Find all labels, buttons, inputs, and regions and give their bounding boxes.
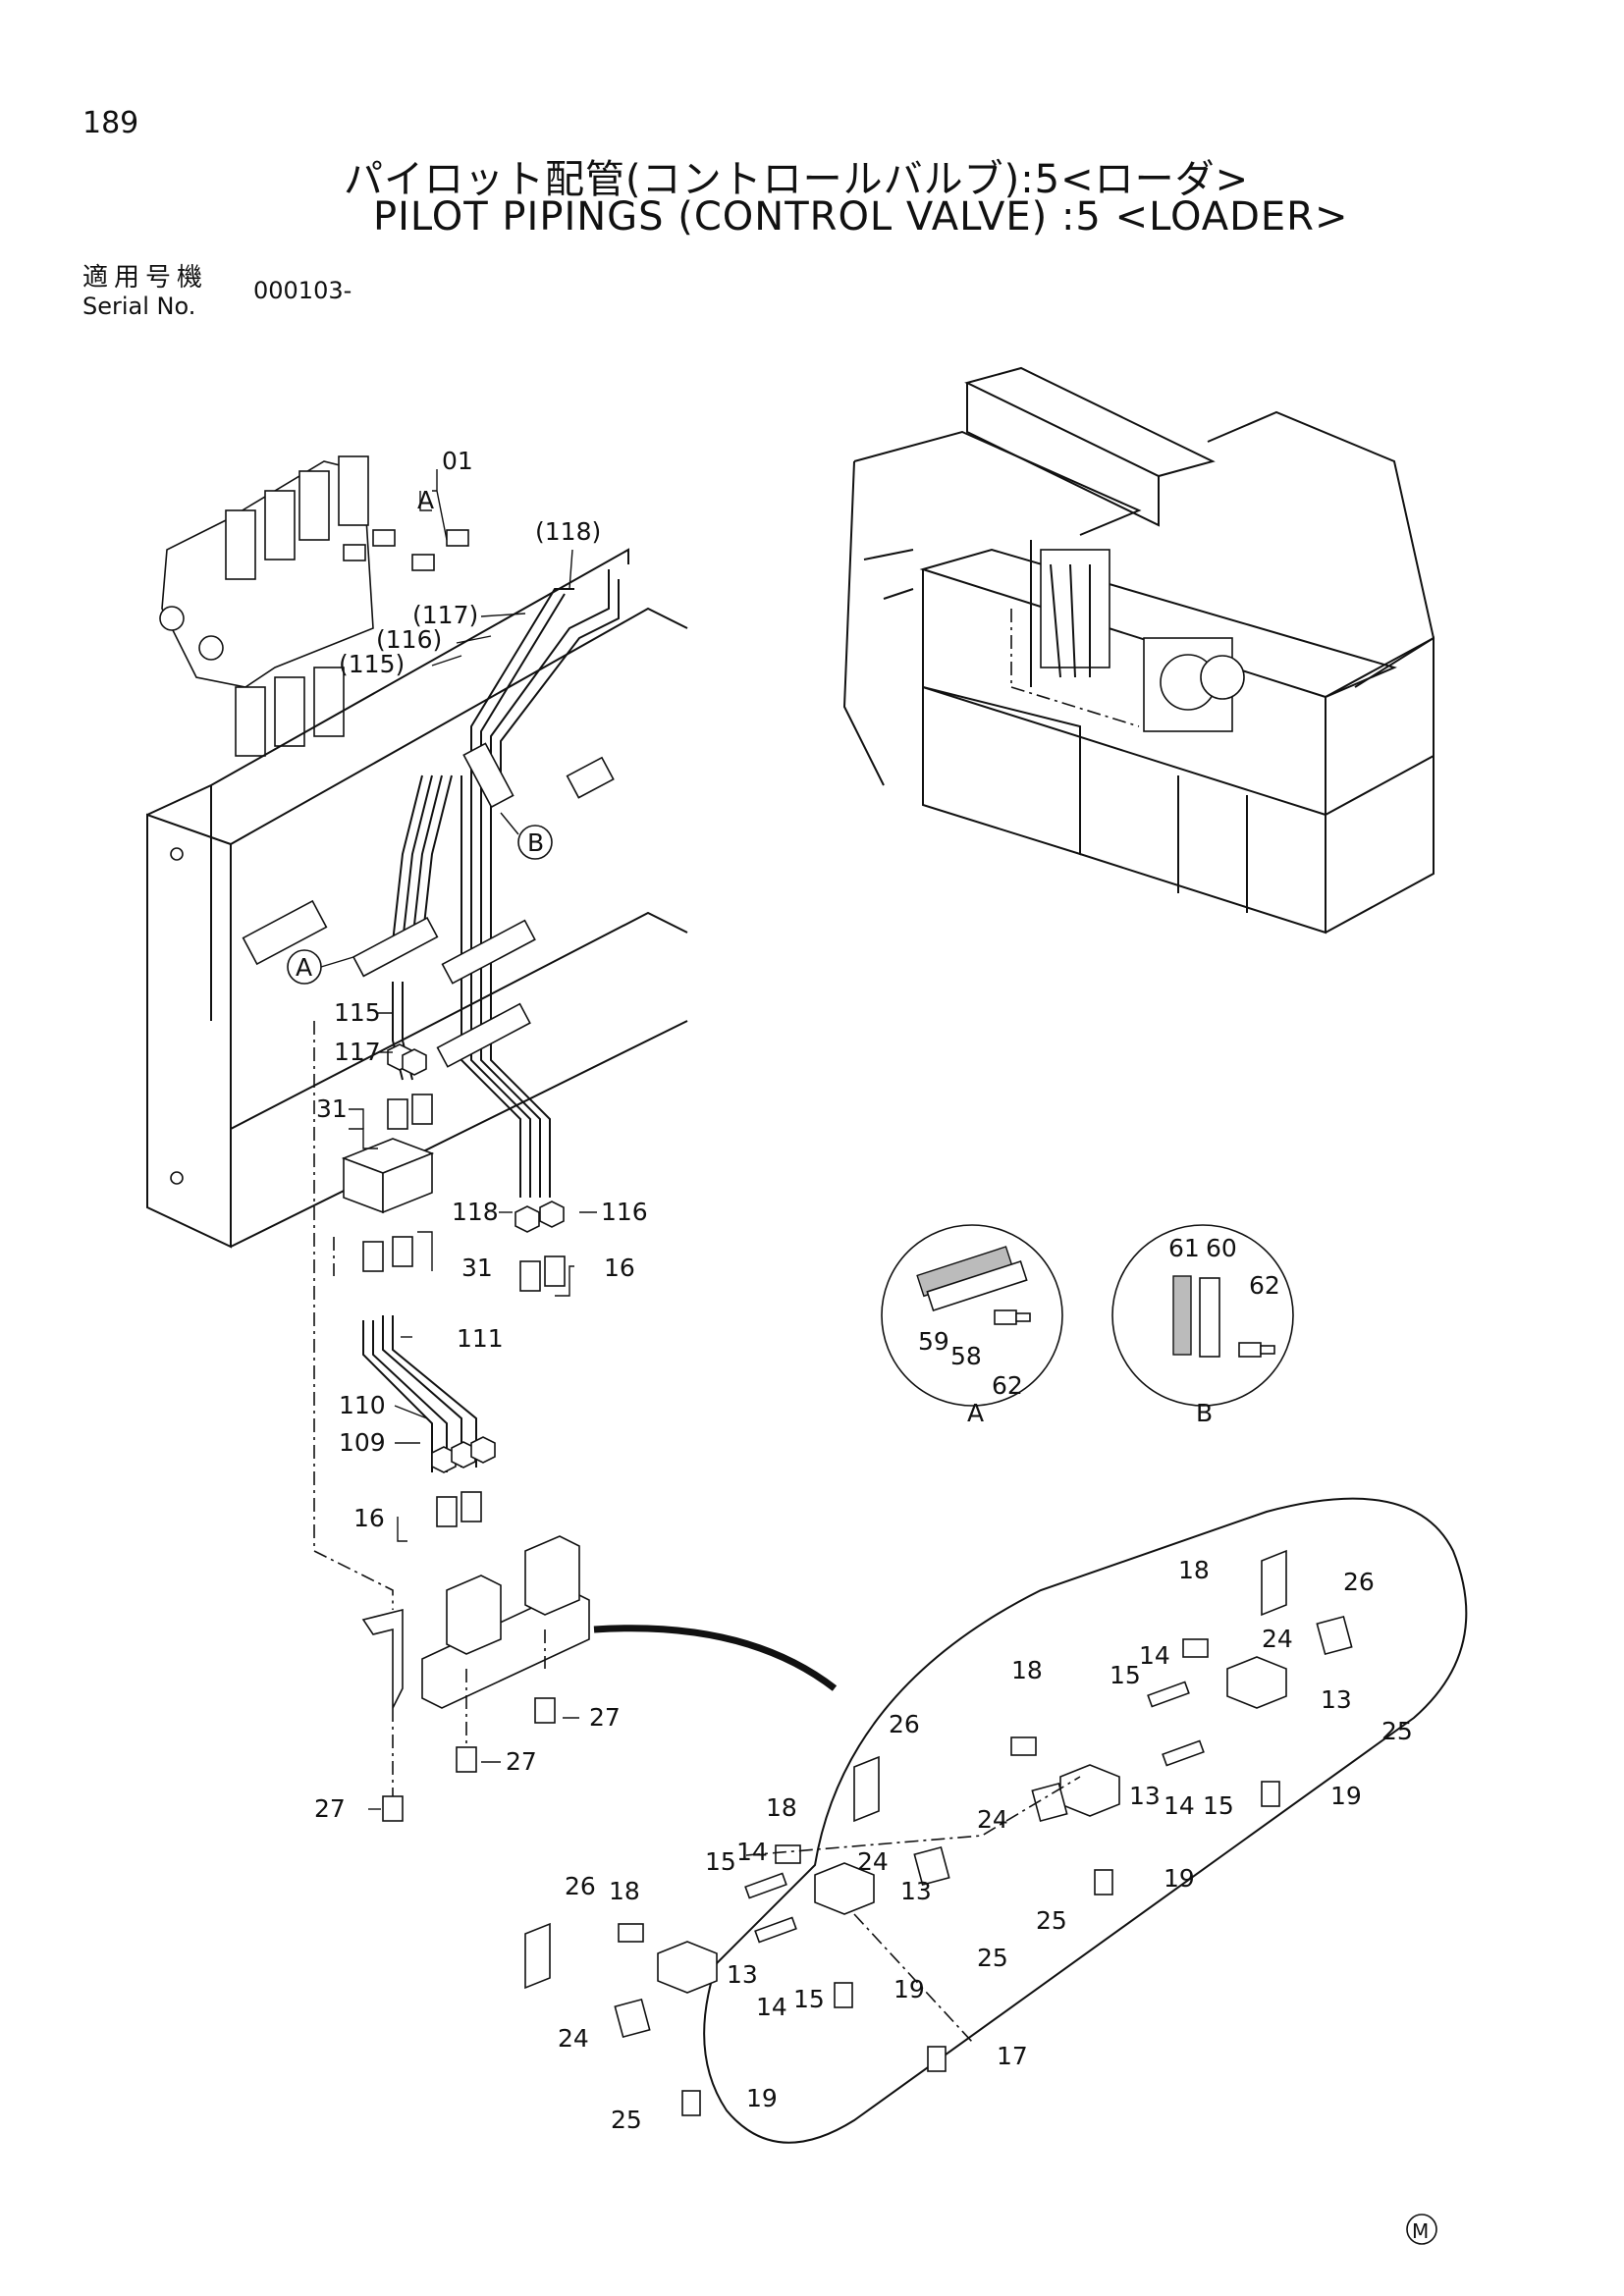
exploded-part-26: 26	[1343, 1568, 1375, 1596]
exploded-part-15: 15	[705, 1847, 736, 1876]
exploded-part-19: 19	[1164, 1864, 1195, 1893]
exploded-part-25: 25	[611, 2106, 642, 2134]
detail-a-view	[881, 1224, 1063, 1407]
callout-111: 111	[457, 1324, 504, 1353]
callout-16-upper: 16	[604, 1254, 635, 1282]
detail-b-view	[1111, 1224, 1294, 1407]
exploded-part-17: 17	[997, 2042, 1028, 2070]
exploded-part-13: 13	[1321, 1685, 1352, 1714]
callout-116-paren: (116)	[376, 625, 442, 654]
m-mark: M	[1406, 2214, 1437, 2245]
title-japanese: パイロット配管(コントロールバルブ):5<ローダ>	[344, 157, 1250, 202]
title-english: PILOT PIPINGS (CONTROL VALVE) :5 <LOADER…	[373, 194, 1349, 240]
callout-110: 110	[339, 1391, 386, 1419]
detail-b-part-60: 60	[1206, 1234, 1237, 1262]
exploded-part-19: 19	[893, 1975, 925, 2003]
machine-overview-illustration	[842, 366, 1435, 934]
exploded-part-14: 14	[1139, 1641, 1170, 1670]
callout-117-paren: (117)	[412, 601, 478, 629]
callout-16-lower: 16	[353, 1504, 385, 1532]
callout-27-middle: 27	[506, 1747, 537, 1776]
callout-115-paren: (115)	[339, 650, 405, 678]
main-assembly-illustration	[146, 455, 838, 1822]
callout-27-right: 27	[589, 1703, 621, 1732]
exploded-part-15: 15	[1203, 1791, 1234, 1820]
exploded-view	[524, 1497, 1468, 2144]
detail-b-title: B	[1196, 1399, 1213, 1427]
detail-a-title: A	[967, 1399, 984, 1427]
exploded-part-13: 13	[727, 1960, 758, 1989]
exploded-part-25: 25	[977, 1944, 1008, 1972]
exploded-part-18: 18	[766, 1793, 797, 1822]
callout-109: 109	[339, 1428, 386, 1457]
exploded-part-19: 19	[1330, 1782, 1362, 1810]
exploded-part-18: 18	[609, 1877, 640, 1905]
callout-115: 115	[334, 998, 381, 1027]
callout-31-upper: 31	[316, 1095, 348, 1123]
exploded-part-18: 18	[1011, 1656, 1043, 1684]
callout-117: 117	[334, 1038, 381, 1066]
callout-labels: 01 (118) (117) (116) (115) A A B 115 117…	[296, 447, 1413, 2134]
exploded-part-13: 13	[900, 1877, 932, 1905]
callout-31-lower: 31	[461, 1254, 493, 1282]
exploded-part-26: 26	[565, 1872, 596, 1900]
exploded-part-24: 24	[857, 1847, 889, 1876]
exploded-part-18: 18	[1178, 1556, 1210, 1584]
callout-01: 01	[442, 447, 473, 475]
exploded-part-15: 15	[1110, 1661, 1141, 1689]
detail-a-part-58: 58	[950, 1342, 982, 1370]
detail-a-part-59: 59	[918, 1327, 949, 1356]
serial-label-english: Serial No.	[82, 293, 196, 320]
callout-116: 116	[601, 1198, 648, 1226]
m-mark-letter: M	[1412, 2219, 1429, 2243]
view-marker-a: A	[296, 953, 312, 982]
exploded-part-25: 25	[1381, 1717, 1413, 1745]
detail-a-part-62: 62	[992, 1371, 1023, 1400]
callout-a-ref: A	[417, 486, 434, 514]
detail-b-part-62: 62	[1249, 1271, 1280, 1300]
exploded-part-14: 14	[756, 1993, 787, 2021]
callout-118-paren: (118)	[535, 517, 601, 546]
callout-27-left: 27	[314, 1794, 346, 1823]
callout-118: 118	[452, 1198, 499, 1226]
serial-number-value: 000103-	[253, 277, 352, 304]
exploded-part-14: 14	[1164, 1791, 1195, 1820]
exploded-part-26: 26	[889, 1710, 920, 1738]
exploded-part-13: 13	[1129, 1782, 1161, 1810]
detail-b-part-61: 61	[1168, 1234, 1200, 1262]
page-number: 189	[82, 106, 139, 140]
exploded-part-25: 25	[1036, 1906, 1067, 1935]
exploded-part-14: 14	[736, 1838, 768, 1866]
view-marker-b: B	[527, 828, 544, 857]
exploded-part-15: 15	[793, 1985, 825, 2013]
exploded-part-19: 19	[746, 2084, 778, 2112]
exploded-part-24: 24	[558, 2024, 589, 2053]
leader-lines	[287, 469, 597, 1810]
serial-label-japanese: 適用号機	[82, 263, 209, 293]
exploded-part-24: 24	[977, 1805, 1008, 1834]
exploded-part-24: 24	[1262, 1625, 1293, 1653]
